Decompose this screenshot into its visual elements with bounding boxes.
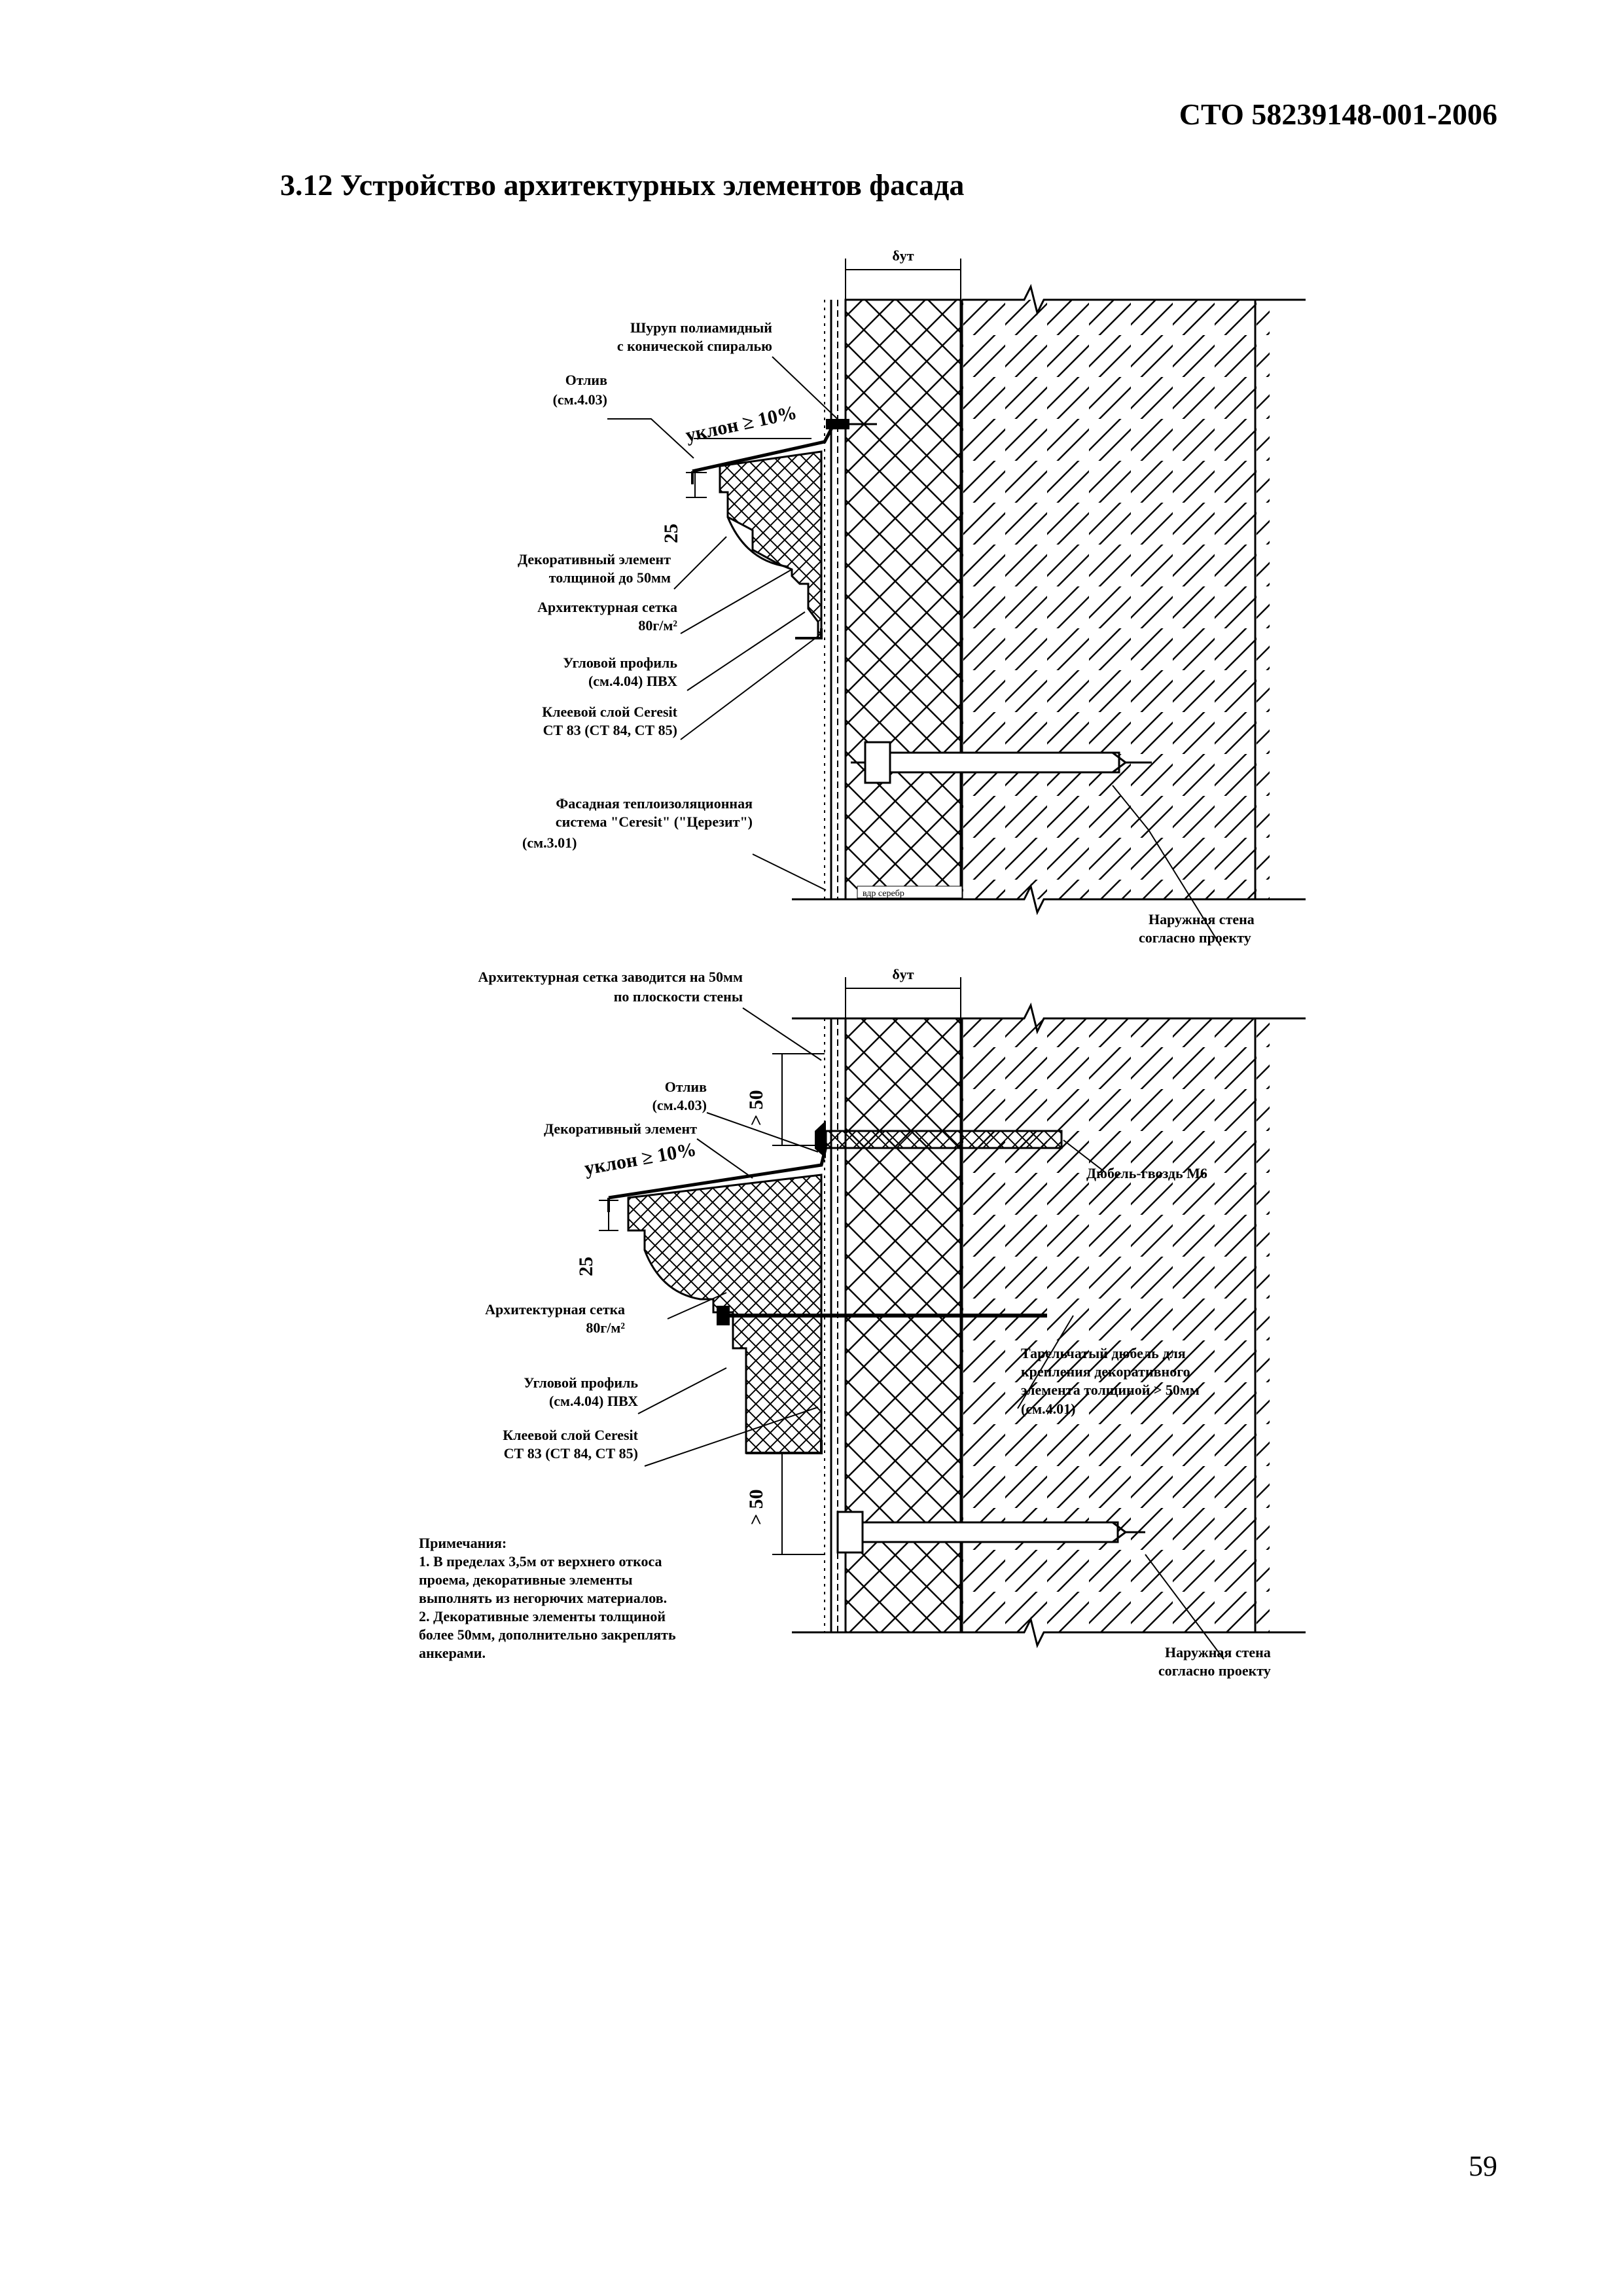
figure-1-decorative-element-up-to-50mm: δут вдр серебр 25 — [518, 247, 1306, 946]
insulation-thickness-label: δут — [892, 247, 914, 264]
label-drip-2-2: (см.4.03) — [652, 1097, 707, 1113]
wall-section — [962, 300, 1270, 899]
document-code: СТО 58239148-001-2006 — [1179, 98, 1497, 131]
notes-line: анкерами. — [419, 1645, 486, 1661]
notes-line: более 50мм, дополнительно закреплять — [419, 1626, 676, 1643]
label-mesh-top-2: по плоскости стены — [614, 988, 743, 1005]
label-plate-3: элемента толщиной > 50мм — [1021, 1382, 1200, 1398]
label-glue-1: Клеевой слой Ceresit — [542, 704, 677, 720]
label-deco-2: толщиной до 50мм — [549, 569, 671, 586]
label-drip-1-2: Отлив — [665, 1079, 707, 1095]
label-wall-2-2: согласно проекту — [1158, 1662, 1271, 1679]
dim-50-top: > 50 — [745, 1090, 767, 1126]
label-facade-3: (см.3.01) — [522, 834, 577, 851]
thermal-insulation — [844, 298, 962, 901]
corner-profile-2 — [746, 1440, 823, 1454]
label-mesh-1: Архитектурная сетка — [537, 599, 677, 615]
anchor-dowel — [851, 741, 1152, 784]
label-deco-1: Декоративный элемент — [518, 551, 671, 567]
notes-line: 1. В пределах 3,5м от верхнего откоса — [419, 1553, 662, 1570]
dowel-nail-m6 — [815, 1121, 1063, 1158]
label-wall-1: Наружная стена — [1149, 911, 1255, 927]
notes: Примечания: 1. В пределах 3,5м от верхне… — [419, 1535, 676, 1661]
page-number: 59 — [1469, 2150, 1497, 2182]
anchor-dowel-2 — [836, 1511, 1145, 1554]
label-screw-1: Шуруп полиамидный — [630, 319, 772, 336]
label-plate-4: (см.4.01) — [1021, 1401, 1075, 1417]
decorative-element — [719, 450, 823, 639]
label-drip-2: (см.4.03) — [553, 391, 607, 408]
label-facade-2: система "Ceresit" ("Церезит") — [556, 814, 753, 830]
dim-25-2: 25 — [575, 1257, 597, 1276]
dim-50-bottom: > 50 — [745, 1489, 767, 1525]
label-corner-1-2: Угловой профиль — [524, 1374, 638, 1391]
notes-line: проема, декоративные элементы — [419, 1571, 633, 1588]
label-slope: уклон ≥ 10% — [684, 402, 799, 446]
dim-25: 25 — [660, 524, 682, 543]
drip-flashing — [692, 425, 834, 473]
label-screw-2: с конической спиралью — [617, 338, 772, 354]
decorative-element-2 — [627, 1174, 823, 1454]
label-plate-1: Тарельчатый дюбель для — [1021, 1345, 1186, 1361]
figure-2-decorative-element-over-50mm: δут > 50 > 50 — [478, 966, 1306, 1679]
notes-line: выполнять из негорючих материалов. — [419, 1590, 667, 1606]
label-mesh-2: 80г/м² — [638, 617, 677, 634]
label-mesh-top-1: Архитектурная сетка заводится на 50мм — [478, 969, 743, 985]
notes-title: Примечания: — [419, 1535, 507, 1551]
label-slope-2: уклон ≥ 10% — [582, 1138, 698, 1179]
label-wall-2: согласно проекту — [1139, 929, 1251, 946]
label-facade-1: Фасадная теплоизоляционная — [556, 795, 753, 812]
label-plate-2: крепления декоративного — [1021, 1363, 1190, 1380]
plate-dowel — [717, 1306, 1047, 1325]
insulation-thickness-label-2: δут — [892, 966, 914, 982]
label-glue-1-2: Клеевой слой Ceresit — [503, 1427, 638, 1443]
corner-profile — [795, 628, 823, 639]
label-drip-1: Отлив — [565, 372, 607, 388]
label-glue-2: СТ 83 (СТ 84, СТ 85) — [543, 722, 677, 738]
label-mesh-1-2: Архитектурная сетка — [485, 1301, 625, 1318]
label-corner-1: Угловой профиль — [563, 655, 677, 671]
polyamide-screw — [826, 419, 877, 429]
notes-line: 2. Декоративные элементы толщиной — [419, 1608, 666, 1624]
label-corner-2-2: (см.4.04) ПВХ — [549, 1393, 638, 1409]
label-dowel-nail: Дюбель-гвоздь М6 — [1086, 1165, 1207, 1181]
label-corner-2: (см.4.04) ПВХ — [588, 673, 677, 689]
label-mesh-2-2: 80г/м² — [586, 1319, 625, 1336]
label-glue-2-2: СТ 83 (СТ 84, СТ 85) — [504, 1445, 638, 1462]
label-deco-2: Декоративный элемент — [544, 1121, 697, 1137]
small-marking: вдр серебр — [863, 889, 904, 899]
section-title: 3.12 Устройство архитектурных элементов … — [280, 168, 965, 202]
label-wall-1-2: Наружная стена — [1165, 1644, 1271, 1660]
